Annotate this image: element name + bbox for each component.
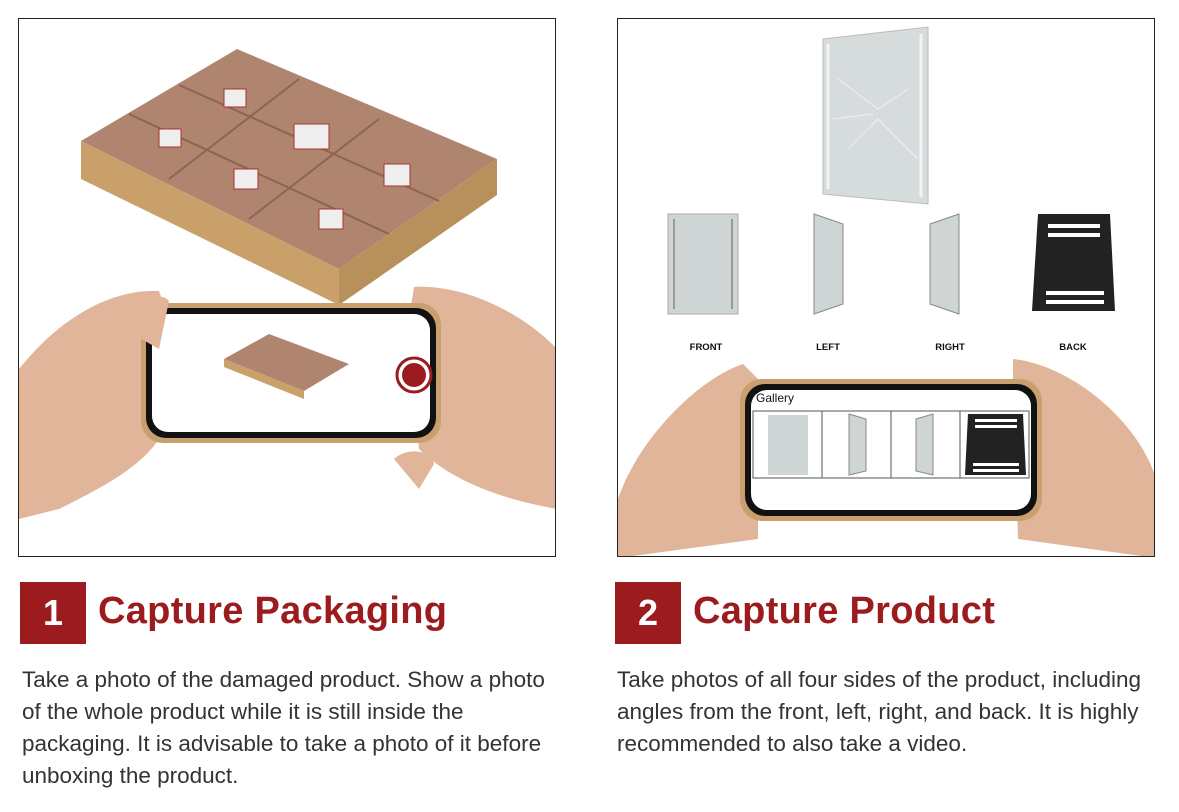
product-illustration: FRONT LEFT RIGHT BACK Gallery — [617, 18, 1155, 557]
mirror-views-image — [618, 26, 1154, 556]
packaging-illustration — [18, 18, 556, 557]
view-label-front: FRONT — [689, 342, 723, 353]
step-title: Capture Packaging — [98, 590, 448, 632]
step-number-badge: 1 — [20, 582, 86, 644]
step-description: Take a photo of the damaged product. Sho… — [22, 667, 545, 788]
step-description: Take photos of all four sides of the pro… — [617, 667, 1142, 756]
record-button-icon — [402, 363, 426, 387]
step-number-badge: 2 — [615, 582, 681, 644]
view-label-left: LEFT — [816, 342, 840, 353]
gallery-title: Gallery — [756, 391, 795, 405]
view-label-back: BACK — [1059, 342, 1087, 353]
view-label-right: RIGHT — [935, 342, 965, 353]
crate-and-phone-image — [19, 49, 555, 519]
step-title: Capture Product — [693, 590, 996, 632]
